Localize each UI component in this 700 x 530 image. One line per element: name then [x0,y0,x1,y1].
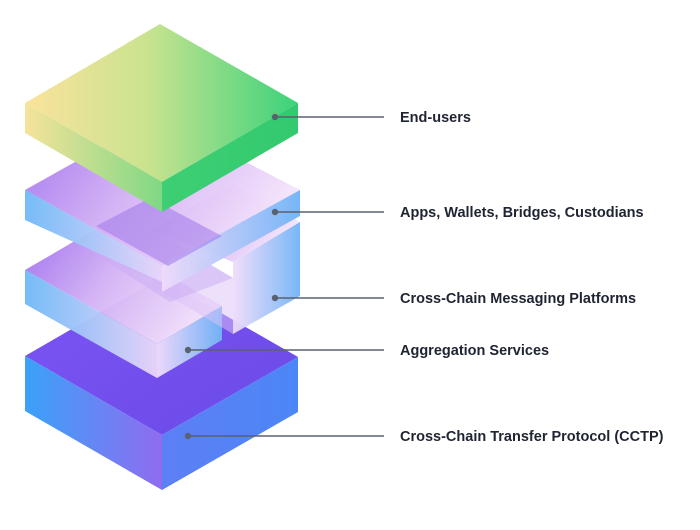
label-cctp: Cross-Chain Transfer Protocol (CCTP) [184,429,664,445]
label-aggregation: Aggregation Services [184,343,549,359]
end-users-slab [25,24,298,212]
label-messaging: Cross-Chain Messaging Platforms [271,291,636,307]
layer-label-aggregation: Aggregation Services [400,343,549,359]
layer-label-end-users: End-users [400,110,471,126]
layer-label-cctp: Cross-Chain Transfer Protocol (CCTP) [400,429,664,445]
layer-label-messaging: Cross-Chain Messaging Platforms [400,291,636,307]
layer-label-apps: Apps, Wallets, Bridges, Custodians [400,205,644,221]
label-apps: Apps, Wallets, Bridges, Custodians [271,205,644,221]
label-end-users: End-users [271,110,471,126]
